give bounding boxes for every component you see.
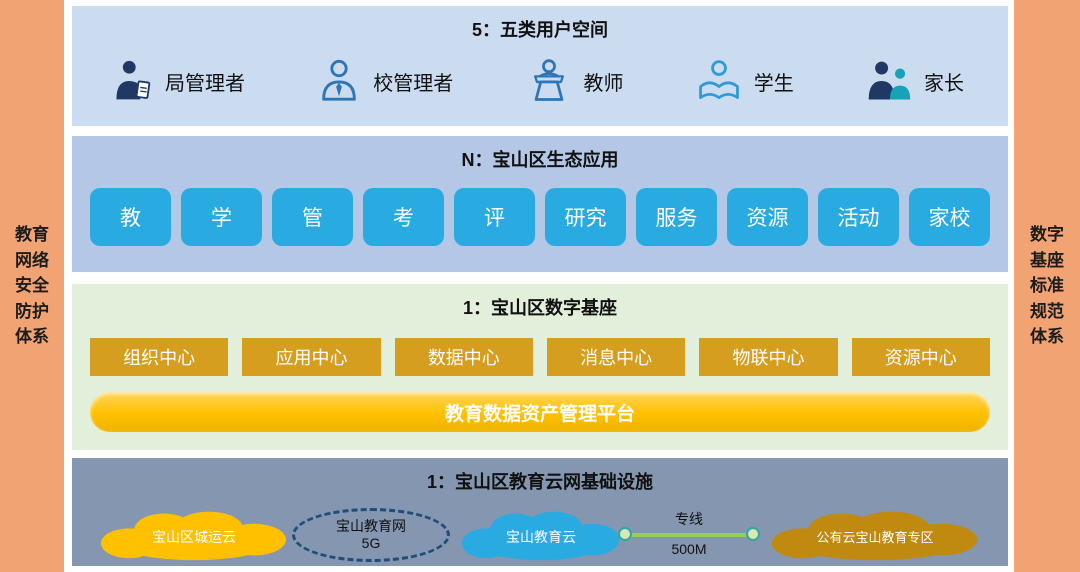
education-network-label: 宝山教育网	[336, 517, 406, 534]
app-tile-research: 研究	[545, 188, 626, 246]
digital-base-band: 1：宝山区数字基座 组织中心 应用中心 数据中心 消息中心 物联中心 资源中心 …	[72, 284, 1008, 450]
user-label: 校管理者	[373, 72, 454, 95]
user-bureau-admin: 局管理者	[110, 59, 245, 103]
right-pillar-text: 数字 基座 标准 规范 体系	[1030, 222, 1064, 350]
public-cloud-node: 公有云宝山教育专区	[764, 506, 986, 562]
eco-apps-band: N：宝山区生态应用 教 学 管 考 评 研究 服务 资源 活动 家校	[72, 136, 1008, 272]
user-space-title: 5：五类用户空间	[471, 20, 608, 40]
cloud-shape-icon	[461, 511, 620, 561]
app-tile-teach: 教	[90, 188, 171, 246]
center-resource: 资源中心	[851, 338, 990, 376]
dedicated-line-label: 专线	[675, 511, 703, 527]
left-pillar-line: 防护	[15, 301, 49, 321]
infrastructure-band: 1：宝山区教育云网基础设施 宝山区城运云 宝山教育网 5G	[72, 458, 1008, 566]
app-tile-activity: 活动	[818, 188, 899, 246]
bandwidth-label: 500M	[671, 541, 707, 557]
cloud-shape-icon	[771, 511, 978, 561]
dedicated-line-connector: 专线 500M	[618, 506, 760, 562]
center-organization: 组织中心	[90, 338, 229, 376]
education-cloud-label: 宝山教育云	[506, 528, 576, 545]
left-pillar-text: 教育 网络 安全 防护 体系	[15, 222, 49, 350]
user-teacher: 教师	[525, 58, 624, 104]
app-tile-learn: 学	[181, 188, 262, 246]
user-parents: 家长	[865, 58, 964, 104]
right-pillar-line: 基座	[1030, 250, 1064, 270]
student-icon	[695, 58, 743, 104]
user-label: 家长	[924, 72, 964, 95]
education-network-node: 宝山教育网 5G	[292, 508, 450, 562]
center-message: 消息中心	[546, 338, 686, 376]
city-cloud-label: 宝山区城运云	[152, 528, 236, 545]
bureau-admin-icon	[110, 59, 154, 103]
user-label: 局管理者	[165, 72, 245, 95]
user-student: 学生	[695, 58, 794, 104]
users-row: 局管理者 校管理者	[72, 42, 1008, 104]
education-network-5g-label: 5G	[361, 535, 381, 551]
connector-endpoint-left	[618, 527, 632, 541]
center-data: 数据中心	[394, 338, 533, 376]
parents-icon	[865, 58, 913, 104]
left-pillar-line: 网络	[15, 250, 49, 270]
left-pillar-security-system: 教育 网络 安全 防护 体系	[0, 0, 64, 572]
center-iot: 物联中心	[699, 338, 838, 376]
app-tile-evaluate: 评	[454, 188, 535, 246]
left-pillar-line: 体系	[15, 327, 49, 347]
center-application: 应用中心	[242, 338, 381, 376]
left-pillar-line: 教育	[15, 225, 49, 245]
right-pillar-line: 数字	[1030, 225, 1064, 245]
right-pillar-line: 体系	[1030, 327, 1064, 347]
app-tile-manage: 管	[272, 188, 353, 246]
data-asset-platform-bar: 教育数据资产管理平台	[90, 392, 990, 432]
city-cloud-node: 宝山区城运云	[94, 506, 294, 562]
connector-endpoint-right	[746, 527, 760, 541]
right-pillar-line: 规范	[1030, 301, 1064, 321]
teacher-icon	[525, 58, 573, 104]
app-tile-home-school: 家校	[909, 188, 990, 246]
app-tile-service: 服务	[636, 188, 717, 246]
school-admin-icon	[316, 58, 362, 104]
user-space-band: 5：五类用户空间 局管理者	[72, 6, 1008, 126]
user-label: 教师	[583, 72, 624, 95]
centers-row: 组织中心 应用中心 数据中心 消息中心 物联中心 资源中心	[72, 320, 1008, 376]
app-tiles-row: 教 学 管 考 评 研究 服务 资源 活动 家校	[72, 172, 1008, 246]
connector-line	[628, 533, 750, 537]
user-school-admin: 校管理者	[316, 58, 453, 104]
infrastructure-title: 1：宝山区教育云网基础设施	[426, 472, 653, 492]
right-pillar-standards-system: 数字 基座 标准 规范 体系	[1014, 0, 1080, 572]
eco-apps-title: N：宝山区生态应用	[461, 150, 619, 170]
digital-base-title: 1：宝山区数字基座	[462, 298, 617, 318]
infrastructure-row: 宝山区城运云 宝山教育网 5G 宝山教育云	[72, 498, 1008, 570]
user-label: 学生	[753, 72, 794, 95]
app-tile-exam: 考	[363, 188, 444, 246]
right-pillar-line: 标准	[1030, 276, 1064, 296]
left-pillar-line: 安全	[15, 276, 49, 296]
public-cloud-label: 公有云宝山教育专区	[816, 530, 934, 545]
cloud-shape-icon	[101, 511, 286, 561]
education-cloud-node: 宝山教育云	[456, 506, 626, 562]
app-tile-resource: 资源	[727, 188, 808, 246]
